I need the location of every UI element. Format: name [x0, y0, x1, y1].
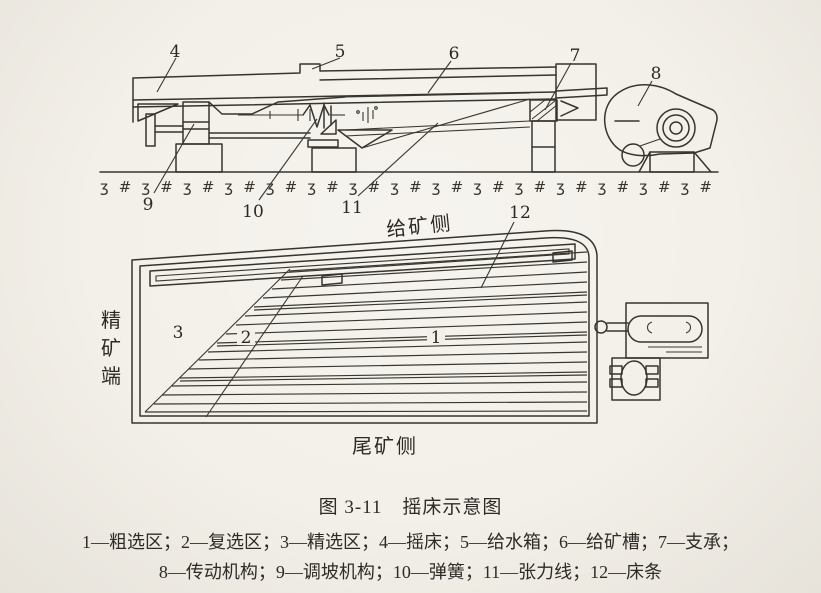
concentrate-end-label: 精 矿 端: [101, 309, 123, 388]
zone-2-secondary: 2: [241, 328, 252, 348]
callout-7-support: 7: [570, 46, 581, 66]
callout-8-drive: 8: [651, 64, 662, 84]
spring-linkage: [238, 102, 378, 129]
feed-side-label: 给矿侧: [385, 212, 453, 242]
zone-3-cleaning: 3: [173, 323, 184, 343]
callout-5-water-box: 5: [335, 42, 346, 62]
ground-hatching: ʒ # ʒ # ʒ # ʒ # ʒ # ʒ # ʒ # ʒ # ʒ # ʒ # …: [100, 178, 712, 196]
figure-legend-line-1: 1—粗选区；2—复选区；3—精选区；4—摇床；5—给水箱；6—给矿槽；7—支承；: [82, 532, 739, 552]
riffles: [144, 251, 588, 413]
plan-deck-outline: [131, 229, 598, 424]
head-motion-attachment: [594, 302, 709, 401]
zone-boundaries: [144, 268, 304, 418]
callout-11-tension-line: 11: [341, 198, 363, 218]
mid-frame-tension-lines: [307, 92, 531, 173]
callout-12-riffles: 12: [509, 203, 531, 223]
concentrate-end-char-1: 精: [101, 309, 123, 332]
figure-caption: 图 3-11 摇床示意图: [318, 497, 503, 518]
figure-legend-line-2: 8—传动机构；9—调坡机构；10—弹簧；11—张力线；12—床条: [158, 562, 663, 582]
tailings-side-label: 尾矿侧: [352, 435, 418, 458]
table-deck: [132, 63, 608, 123]
side-view-leaders: [153, 57, 653, 201]
plan-view-diagram: 3 2 1 12 给矿侧 尾矿侧 精 矿 端: [101, 203, 709, 458]
slope-adjust-mechanism: [145, 96, 346, 173]
concentrate-end-char-2: 矿: [101, 337, 123, 360]
callout-6-feed-chute: 6: [449, 44, 460, 64]
right-support: [529, 99, 579, 173]
concentrate-end-char-3: 端: [101, 365, 123, 388]
figure-canvas: ʒ # ʒ # ʒ # ʒ # ʒ # ʒ # ʒ # ʒ # ʒ # ʒ # …: [99, 42, 719, 458]
leader-12: [480, 221, 515, 289]
side-view-diagram: ʒ # ʒ # ʒ # ʒ # ʒ # ʒ # ʒ # ʒ # ʒ # ʒ # …: [99, 42, 719, 222]
callout-4-deck: 4: [170, 42, 181, 62]
zone-1-label-patch: [427, 328, 445, 345]
callout-10-spring: 10: [242, 202, 264, 222]
feed-launder: [149, 243, 576, 287]
drive-mechanism: [603, 84, 718, 173]
zone-1-rough: 1: [431, 328, 442, 348]
ground: ʒ # ʒ # ʒ # ʒ # ʒ # ʒ # ʒ # ʒ # ʒ # ʒ # …: [99, 171, 719, 196]
callout-9-slope-adjust: 9: [143, 195, 154, 215]
zone-2-label-patch: [237, 328, 255, 345]
